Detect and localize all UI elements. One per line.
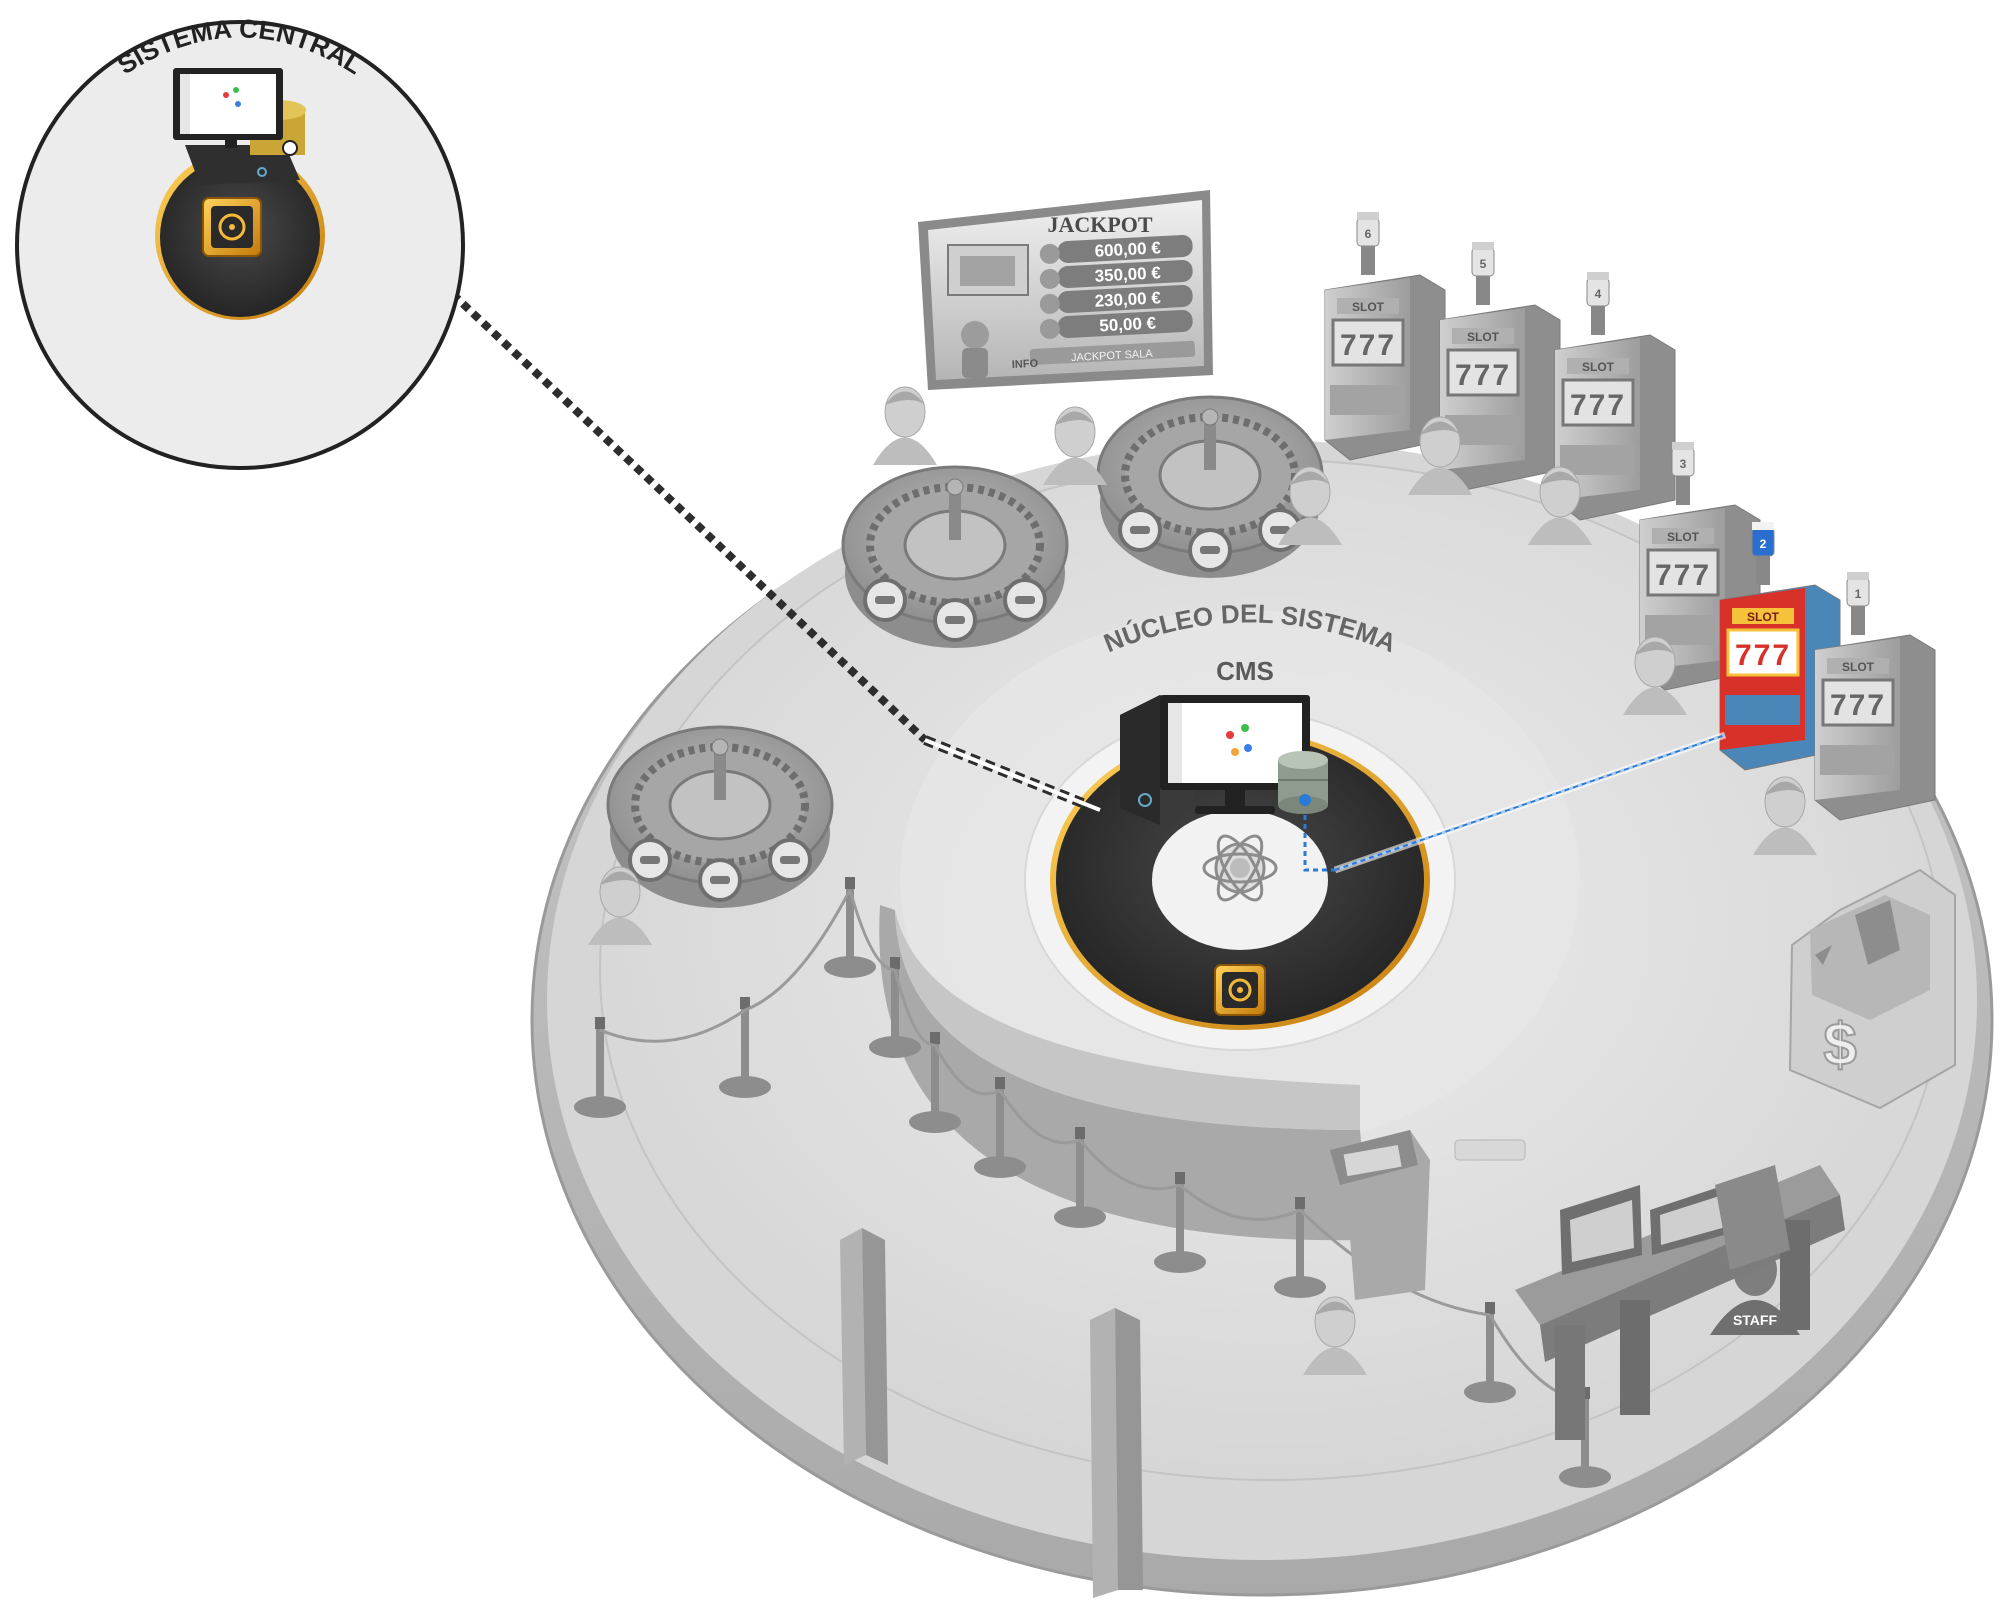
vault-safe-icon: [1214, 964, 1266, 1016]
slot-machines: 777SLOT6777SLOT5777SLOT4777SLOT3777SLOT2…: [1324, 212, 1936, 821]
stanchion-post: [974, 1077, 1026, 1178]
slot-number: 3: [1680, 457, 1687, 471]
person-icon: [873, 386, 937, 465]
central-system-inset: SISTEMA CENTRAL: [15, 13, 465, 470]
person-icon: [1528, 466, 1592, 545]
slot-label: SLOT: [1667, 530, 1700, 544]
roulette-table: [1096, 395, 1324, 578]
jackpot-footer: JACKPOT SALA: [1071, 348, 1154, 364]
roulette-table: [841, 465, 1069, 648]
slot-reels: 777: [1340, 329, 1396, 362]
jackpot-amount-row: 230,00 €: [1039, 284, 1193, 314]
slot-reels: 777: [1570, 389, 1626, 422]
person-icon: [1623, 636, 1687, 715]
staff-desk: [1515, 1165, 1845, 1440]
card-reader-device: [1454, 1139, 1526, 1161]
slot-label: SLOT: [1582, 360, 1615, 374]
person-icon: [1303, 1296, 1367, 1375]
person-icon: [1043, 406, 1107, 485]
dollar-icon: $: [1823, 1011, 1856, 1078]
slot-number: 2: [1760, 537, 1767, 551]
jackpot-title: JACKPOT: [1047, 212, 1152, 237]
stanchion-post: [1464, 1302, 1516, 1403]
stanchion-post: [719, 997, 771, 1098]
queue-stanchions: [574, 877, 1611, 1488]
slot-label: SLOT: [1467, 330, 1500, 344]
slot-reels: 777: [1655, 559, 1711, 592]
stanchion-post: [1274, 1197, 1326, 1298]
pillars: [840, 1228, 1143, 1598]
slot-number: 1: [1855, 587, 1862, 601]
atm-machine: $: [1788, 868, 1956, 1110]
person-icon: [1408, 416, 1472, 495]
jackpot-amount-row: 600,00 €: [1039, 234, 1193, 264]
stanchion-post: [824, 877, 876, 978]
roulette-tables: [606, 395, 1324, 908]
stanchion-post: [574, 1017, 626, 1118]
slot-machine: 777 SLOT 1: [1814, 572, 1936, 821]
slot-reels: 777: [1455, 359, 1511, 392]
cms-monitor: [1160, 695, 1310, 814]
jackpot-amount-row: 50,00 €: [1039, 309, 1193, 339]
slot-label: SLOT: [1352, 300, 1385, 314]
person-icon: [588, 866, 652, 945]
jackpot-amount: 600,00 €: [1094, 238, 1162, 260]
staff-label: STAFF: [1733, 1312, 1778, 1328]
stanchion-post: [909, 1032, 961, 1133]
slot-label: SLOT: [1842, 660, 1875, 674]
roulette-table: [606, 725, 834, 908]
slot-number: 5: [1480, 257, 1487, 271]
people: STAFF: [588, 386, 1817, 1375]
jackpot-amount-row: 350,00 €: [1039, 259, 1193, 289]
slot-machine: 777 SLOT 4: [1554, 272, 1676, 521]
central-vault-safe-icon: [202, 197, 262, 257]
stanchion-post: [1054, 1127, 1106, 1228]
jackpot-info-label: INFO: [1012, 358, 1039, 371]
slot-number: 4: [1595, 287, 1602, 301]
stanchion-post: [1154, 1172, 1206, 1273]
slot-reels: 777: [1735, 639, 1791, 672]
jackpot-character-illustration: [947, 244, 1029, 378]
ticket-kiosk: [1330, 1130, 1430, 1300]
atom-icon: [1202, 834, 1278, 902]
person-icon: [1278, 466, 1342, 545]
atm-arrow-icon: [1815, 945, 1832, 965]
slot-label: SLOT: [1747, 610, 1780, 624]
jackpot-amount: 350,00 €: [1094, 263, 1162, 285]
jackpot-board: JACKPOT 600,00 €350,00 €230,00 €50,00 € …: [918, 190, 1213, 390]
stanchion-post: [869, 957, 921, 1058]
jackpot-amount: 50,00 €: [1099, 314, 1157, 336]
cms-label: CMS: [1216, 656, 1274, 686]
slot-number: 6: [1365, 227, 1372, 241]
slot-reels: 777: [1830, 689, 1886, 722]
system-core: NÚCLEO DEL SISTEMA CMS: [1024, 598, 1456, 1051]
person-icon: [1753, 776, 1817, 855]
slot-machine: 777 SLOT 6: [1324, 212, 1446, 461]
slot-machine: 777 SLOT 3: [1639, 442, 1761, 691]
slot-machine-highlighted: 777 SLOT 2: [1719, 522, 1841, 771]
jackpot-amount: 230,00 €: [1094, 288, 1162, 310]
